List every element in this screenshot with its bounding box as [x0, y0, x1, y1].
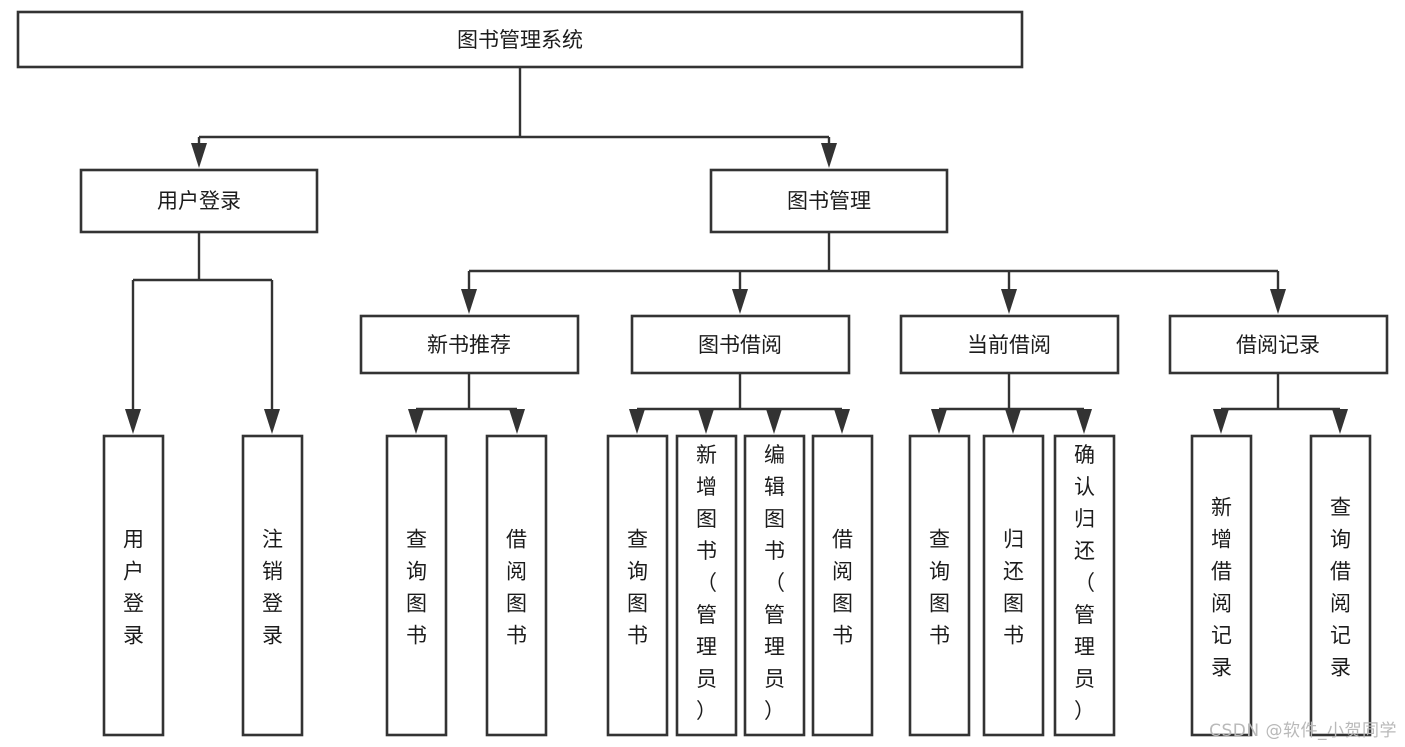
arrowhead-leaf-borrow-book-2 [834, 409, 850, 434]
node-leaf-3[interactable]: 借阅图书 [485, 434, 548, 737]
node-leaf-7[interactable]: 借阅图书 [811, 434, 874, 737]
node-leaf-6[interactable]: 编辑图书（管理员） [743, 434, 806, 737]
node-label-leaf-0: 用户登录 [123, 527, 144, 647]
node-box-borrow-record[interactable] [1168, 314, 1389, 375]
node-leaf-10[interactable]: 确认归还（管理员） [1053, 434, 1116, 737]
node-box-new-book-recommend[interactable] [359, 314, 580, 375]
node-label-root: 图书管理系统 [457, 28, 583, 52]
node-leaf-5[interactable]: 新增图书（管理员） [675, 434, 738, 737]
connector-layer [125, 67, 1348, 434]
connector-borrow-to-leaves [629, 373, 850, 434]
arrowhead-leaf-edit-book [766, 409, 782, 434]
node-box-leaf-2[interactable] [385, 434, 448, 737]
node-label-leaf-8: 查询图书 [929, 527, 950, 647]
node-label-leaf-9: 归还图书 [1003, 527, 1024, 647]
node-book-management[interactable]: 图书管理 [709, 168, 949, 234]
node-box-leaf-11[interactable] [1190, 434, 1253, 737]
node-book-borrow[interactable]: 图书借阅 [630, 314, 851, 375]
arrowhead-leaf-borrow-book-1 [509, 409, 525, 434]
node-label-borrow-record: 借阅记录 [1236, 333, 1320, 357]
node-label-leaf-12: 查询借阅记录 [1330, 495, 1351, 679]
arrowhead-leaf-query-book-2 [629, 409, 645, 434]
node-box-leaf-1[interactable] [241, 434, 304, 737]
node-box-current-borrow[interactable] [899, 314, 1120, 375]
arrowhead-leaf-return-book [1005, 409, 1021, 434]
node-label-current-borrow: 当前借阅 [967, 333, 1051, 357]
arrowhead-user-login [191, 143, 207, 168]
arrowhead-book-mgmt [821, 143, 837, 168]
node-box-leaf-7[interactable] [811, 434, 874, 737]
arrowhead-record [1270, 289, 1286, 314]
connector-record-to-leaves [1213, 373, 1348, 434]
node-borrow-record[interactable]: 借阅记录 [1168, 314, 1389, 375]
node-leaf-11[interactable]: 新增借阅记录 [1190, 434, 1253, 737]
node-leaf-9[interactable]: 归还图书 [982, 434, 1045, 737]
arrowhead-leaf-query-record [1332, 409, 1348, 434]
node-box-leaf-10[interactable] [1053, 434, 1116, 737]
node-label-leaf-6: 编辑图书（管理员） [764, 443, 785, 723]
node-leaf-2[interactable]: 查询图书 [385, 434, 448, 737]
node-new-book-recommend[interactable]: 新书推荐 [359, 314, 580, 375]
node-user-login[interactable]: 用户登录 [79, 168, 319, 234]
arrowhead-leaf-query-book-3 [931, 409, 947, 434]
node-box-book-management[interactable] [709, 168, 949, 234]
node-leaf-4[interactable]: 查询图书 [606, 434, 669, 737]
node-box-leaf-6[interactable] [743, 434, 806, 737]
node-box-leaf-8[interactable] [908, 434, 971, 737]
node-leaf-1[interactable]: 注销登录 [241, 434, 304, 737]
node-label-leaf-4: 查询图书 [627, 527, 648, 647]
node-label-leaf-1: 注销登录 [262, 527, 283, 647]
arrowhead-current [1001, 289, 1017, 314]
node-label-new-book-recommend: 新书推荐 [427, 333, 511, 357]
arrowhead-leaf-confirm-return [1076, 409, 1092, 434]
arrowhead-leaf-logout [264, 409, 280, 434]
node-root-system[interactable]: 图书管理系统 [16, 10, 1024, 69]
node-current-borrow[interactable]: 当前借阅 [899, 314, 1120, 375]
arrowhead-leaf-query-book-1 [408, 409, 424, 434]
node-box-root[interactable] [16, 10, 1024, 69]
node-box-leaf-4[interactable] [606, 434, 669, 737]
node-box-leaf-12[interactable] [1309, 434, 1372, 737]
arrowhead-leaf-user-login [125, 409, 141, 434]
node-label-leaf-11: 新增借阅记录 [1211, 495, 1232, 679]
node-label-leaf-3: 借阅图书 [506, 527, 527, 647]
node-label-leaf-10: 确认归还（管理员） [1074, 443, 1095, 723]
node-box-user-login[interactable] [79, 168, 319, 234]
node-leaf-8[interactable]: 查询图书 [908, 434, 971, 737]
arrowhead-borrow [732, 289, 748, 314]
node-label-leaf-2: 查询图书 [406, 527, 427, 647]
node-label-leaf-7: 借阅图书 [832, 527, 853, 647]
node-leaf-0[interactable]: 用户登录 [102, 434, 165, 737]
node-box-leaf-9[interactable] [982, 434, 1045, 737]
node-box-book-borrow[interactable] [630, 314, 851, 375]
connector-newbook-to-leaves [408, 373, 525, 434]
connector-bookmgmt-to-level3 [461, 232, 1286, 314]
node-label-book-borrow: 图书借阅 [698, 333, 782, 357]
node-label-leaf-5: 新增图书（管理员） [696, 443, 717, 723]
connector-userlogin-to-leaves [125, 232, 280, 434]
arrowhead-newbook [461, 289, 477, 314]
node-label-user-login: 用户登录 [157, 189, 241, 213]
leaf-node-layer: 用户登录 注销登录 查询图书 借阅图书 查询图书 新增图书（管理员） 编辑图书（管理员） 借阅… [102, 434, 1372, 737]
node-box-leaf-0[interactable] [102, 434, 165, 737]
connector-root-to-level2 [191, 67, 837, 168]
connector-current-to-leaves [931, 373, 1092, 434]
node-leaf-12[interactable]: 查询借阅记录 [1309, 434, 1372, 737]
node-box-leaf-3[interactable] [485, 434, 548, 737]
node-label-book-management: 图书管理 [787, 189, 871, 213]
arrowhead-leaf-add-book [698, 409, 714, 434]
arrowhead-leaf-add-record [1213, 409, 1229, 434]
node-box-leaf-5[interactable] [675, 434, 738, 737]
